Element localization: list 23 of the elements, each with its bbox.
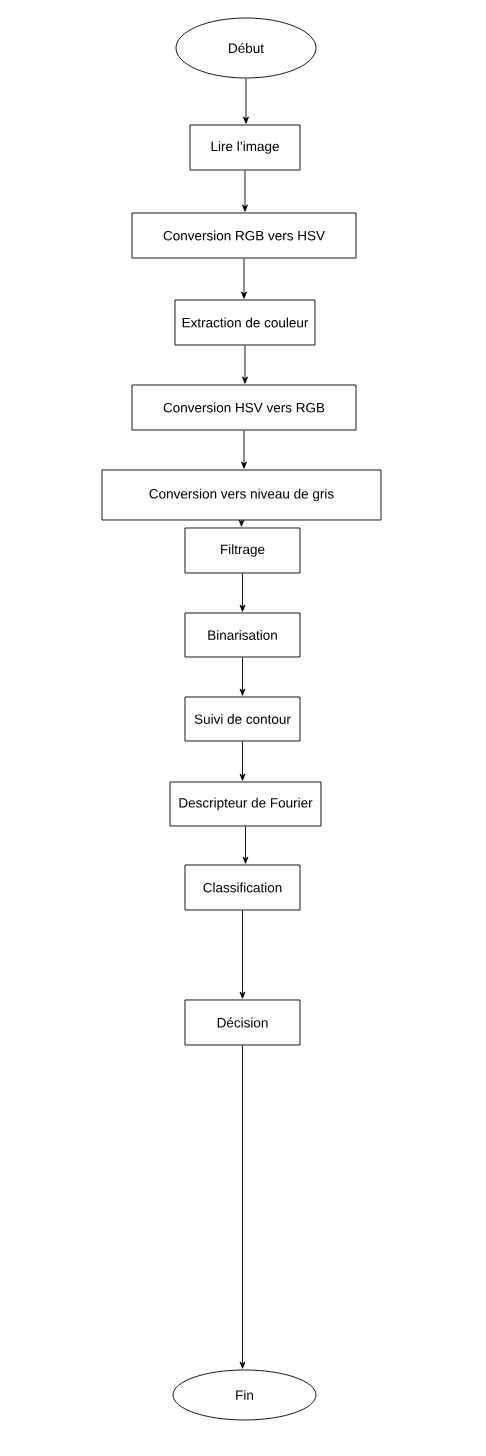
process-box: Filtrage bbox=[184, 527, 301, 574]
arrow bbox=[243, 78, 249, 124]
arrow bbox=[238, 519, 245, 527]
arrow bbox=[242, 345, 248, 384]
process-box: Suivi de contour bbox=[184, 696, 301, 742]
process-box: Extraction de couleur bbox=[174, 299, 316, 346]
process-box: Conversion RGB vers HSV bbox=[131, 212, 357, 259]
arrow bbox=[239, 657, 246, 696]
process-box: Classification bbox=[184, 864, 301, 911]
process-box: Descripteur de Fourier bbox=[169, 781, 322, 827]
arrow bbox=[239, 573, 246, 612]
process-box: Décision bbox=[184, 999, 301, 1046]
process-box: Conversion vers niveau de gris bbox=[101, 469, 382, 521]
arrow bbox=[241, 430, 247, 469]
process-box: Lire l’image bbox=[189, 124, 301, 171]
arrow bbox=[241, 258, 247, 299]
process-box: Binarisation bbox=[184, 612, 301, 658]
arrow bbox=[239, 741, 246, 781]
arrow bbox=[239, 910, 246, 999]
process-box: Conversion HSV vers RGB bbox=[131, 384, 357, 431]
arrow bbox=[242, 170, 248, 212]
arrow bbox=[242, 826, 249, 864]
arrow bbox=[239, 1045, 246, 1369]
